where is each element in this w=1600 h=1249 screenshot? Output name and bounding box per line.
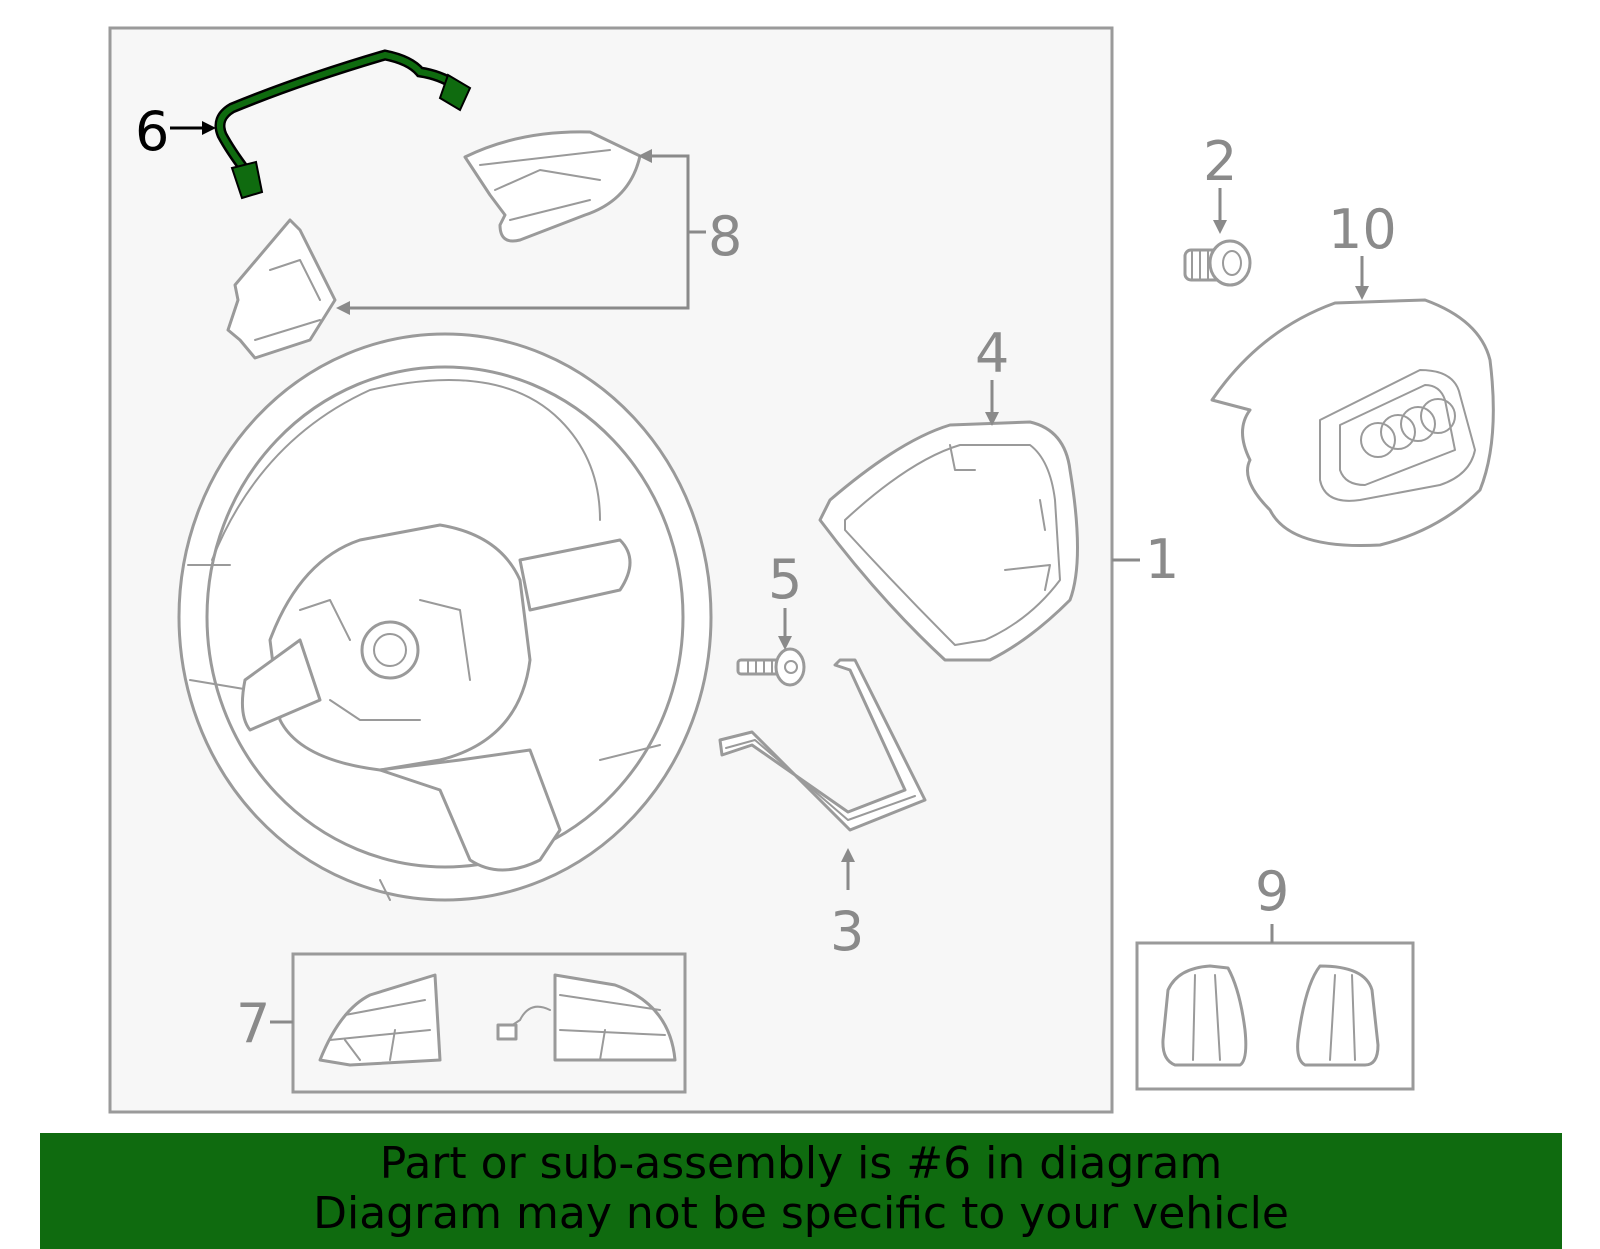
callout-3: 3 [830,900,864,963]
part-3-trim-strip [718,658,927,890]
part-info-banner: Part or sub-assembly is #6 in diagram Di… [40,1133,1562,1249]
part-6-wiring-harness [170,49,472,200]
callout-6: 6 [135,100,169,163]
callout-1: 1 [1145,528,1179,591]
callout-4: 4 [975,322,1009,385]
part-8-switch-covers [226,130,706,360]
callout-2: 2 [1203,130,1237,193]
part-4-trim-cover [818,380,1079,662]
callout-10: 10 [1328,198,1397,261]
part-7-switch-box [270,952,687,1094]
part-9-button-box [1135,924,1415,1091]
callout-9: 9 [1255,860,1289,923]
callout-8: 8 [708,205,742,268]
banner-line-2: Diagram may not be specific to your vehi… [313,1188,1289,1239]
steering-wheel [177,332,713,902]
part-5-screw [736,608,806,687]
banner-line-1: Part or sub-assembly is #6 in diagram [379,1138,1223,1189]
callout-7: 7 [236,992,270,1055]
callout-5: 5 [768,548,802,611]
part-10-airbag-module [1210,256,1495,548]
part-2-bolt [1183,188,1252,287]
